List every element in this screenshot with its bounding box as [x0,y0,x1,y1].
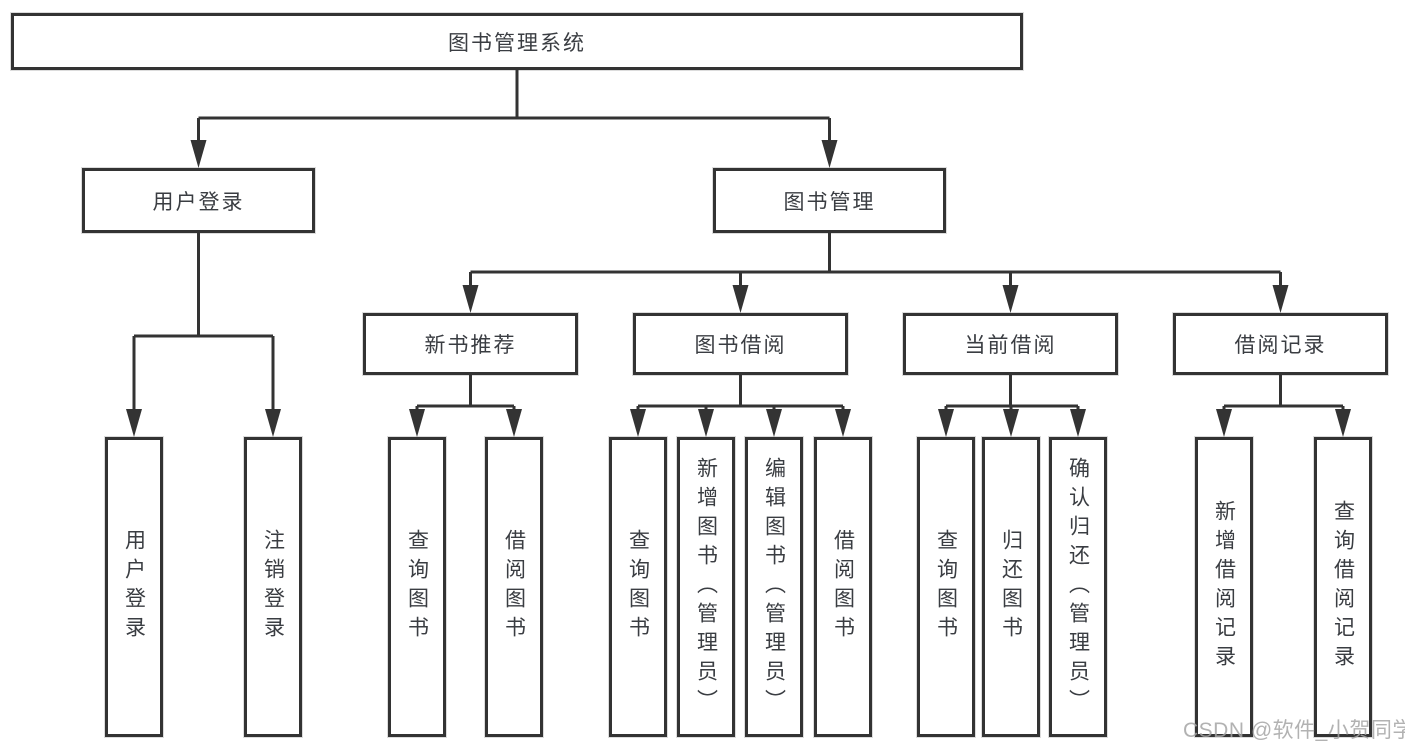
node-login: 用户登录 [105,437,163,737]
node-borrow-books-borrowing: 借阅图书 [814,437,872,737]
watermark: CSDN @软件_小贺同学 [1183,719,1405,742]
node-label: 新增借阅记录 [1212,500,1236,674]
node-label: 图书管理 [783,190,876,214]
node-user-login: 用户登录 [82,168,315,233]
node-query-books-borrowing: 查询图书 [609,437,667,737]
node-label: 用户登录 [122,529,146,645]
node-borrow-records: 借阅记录 [1173,313,1388,375]
node-book-management: 图书管理 [713,168,946,233]
node-logout: 注销登录 [244,437,302,737]
node-label: 新增图书（管理员） [694,456,718,718]
node-borrow-books-recommend: 借阅图书 [485,437,543,737]
node-new-book-recommend: 新书推荐 [363,313,578,375]
node-confirm-return-admin: 确认归还（管理员） [1049,437,1107,737]
node-query-books-current: 查询图书 [917,437,975,737]
node-add-borrow-record: 新增借阅记录 [1195,437,1253,737]
node-label: 图书借阅 [694,334,787,357]
node-label: 查询图书 [405,529,429,645]
node-edit-book-admin: 编辑图书（管理员） [745,437,803,737]
node-label: 归还图书 [999,529,1023,645]
node-label: 新书推荐 [424,334,517,357]
node-label: 借阅图书 [502,529,526,645]
node-label: 当前借阅 [964,334,1057,357]
node-label: 用户登录 [152,190,245,214]
node-label: 确认归还（管理员） [1066,456,1090,718]
arrowheads [126,140,1351,437]
node-query-borrow-record: 查询借阅记录 [1314,437,1372,737]
node-return-book: 归还图书 [982,437,1040,737]
node-label: 图书管理系统 [448,31,586,55]
node-add-book-admin: 新增图书（管理员） [677,437,735,737]
node-label: 查询图书 [934,529,958,645]
node-label: 编辑图书（管理员） [762,456,786,718]
node-library-system: 图书管理系统 [11,13,1023,70]
node-label: 查询借阅记录 [1331,500,1355,674]
node-query-books-recommend: 查询图书 [388,437,446,737]
node-current-borrowing: 当前借阅 [903,313,1118,375]
node-label: 查询图书 [626,529,650,645]
node-book-borrowing: 图书借阅 [633,313,848,375]
node-label: 借阅记录 [1234,334,1327,357]
node-label: 借阅图书 [831,529,855,645]
node-label: 注销登录 [261,529,285,645]
